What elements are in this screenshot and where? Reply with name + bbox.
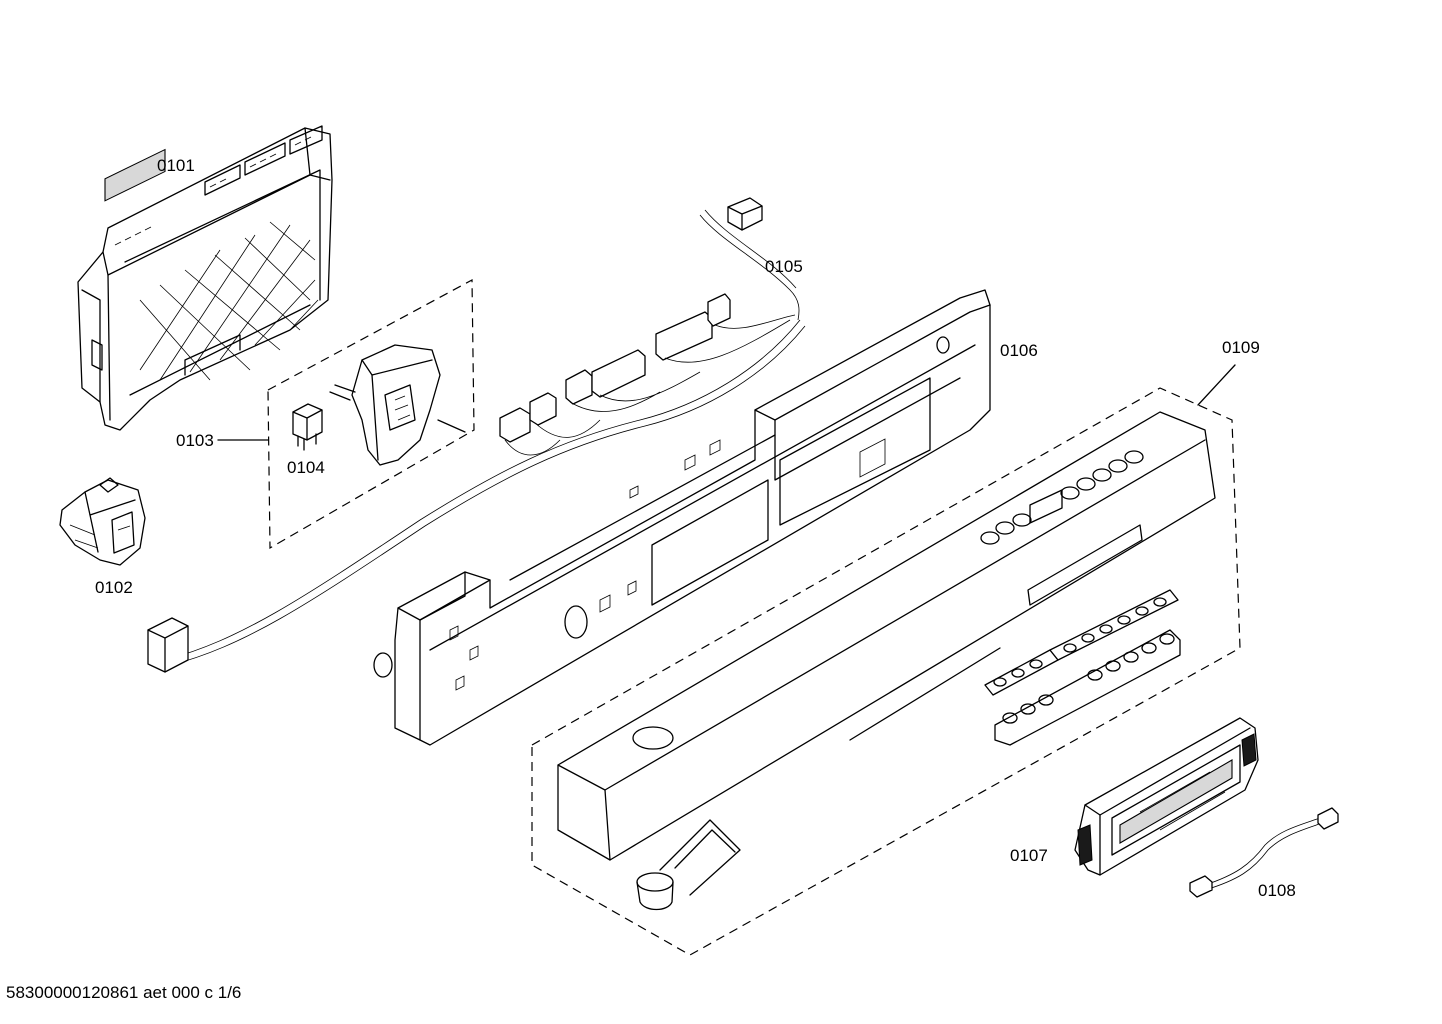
- part-0106-panel-frame: [373, 289, 991, 746]
- group-0109-dashed-frame: [531, 364, 1241, 956]
- part-0101-control-module: [77, 125, 333, 431]
- button-holes: [980, 450, 1144, 545]
- label-0104: 0104: [287, 458, 325, 477]
- part-0109-fascia: [557, 411, 1216, 861]
- document-footer-code: 58300000120861 aet 000 c 1/6: [6, 983, 241, 1002]
- label-0102: 0102: [95, 578, 133, 597]
- label-0108: 0108: [1258, 881, 1296, 900]
- part-0102-switch: [59, 477, 146, 566]
- label-0107: 0107: [1010, 846, 1048, 865]
- push-button-strips: [984, 589, 1181, 746]
- part-0105-harness: [147, 197, 806, 673]
- part-0103-relay: [329, 344, 466, 466]
- label-0106: 0106: [1000, 341, 1038, 360]
- label-0105: 0105: [765, 257, 803, 276]
- label-0103: 0103: [176, 431, 214, 450]
- part-0108-cable: [1189, 807, 1339, 898]
- group-0103-dashed-frame: [217, 279, 475, 550]
- label-0101: 0101: [157, 156, 195, 175]
- label-0109: 0109: [1222, 338, 1260, 357]
- light-guide-knob: [636, 819, 741, 911]
- part-0107-display-module: [1074, 717, 1259, 876]
- connector-row: [104, 125, 323, 246]
- part-0104-suppressor: [292, 403, 323, 451]
